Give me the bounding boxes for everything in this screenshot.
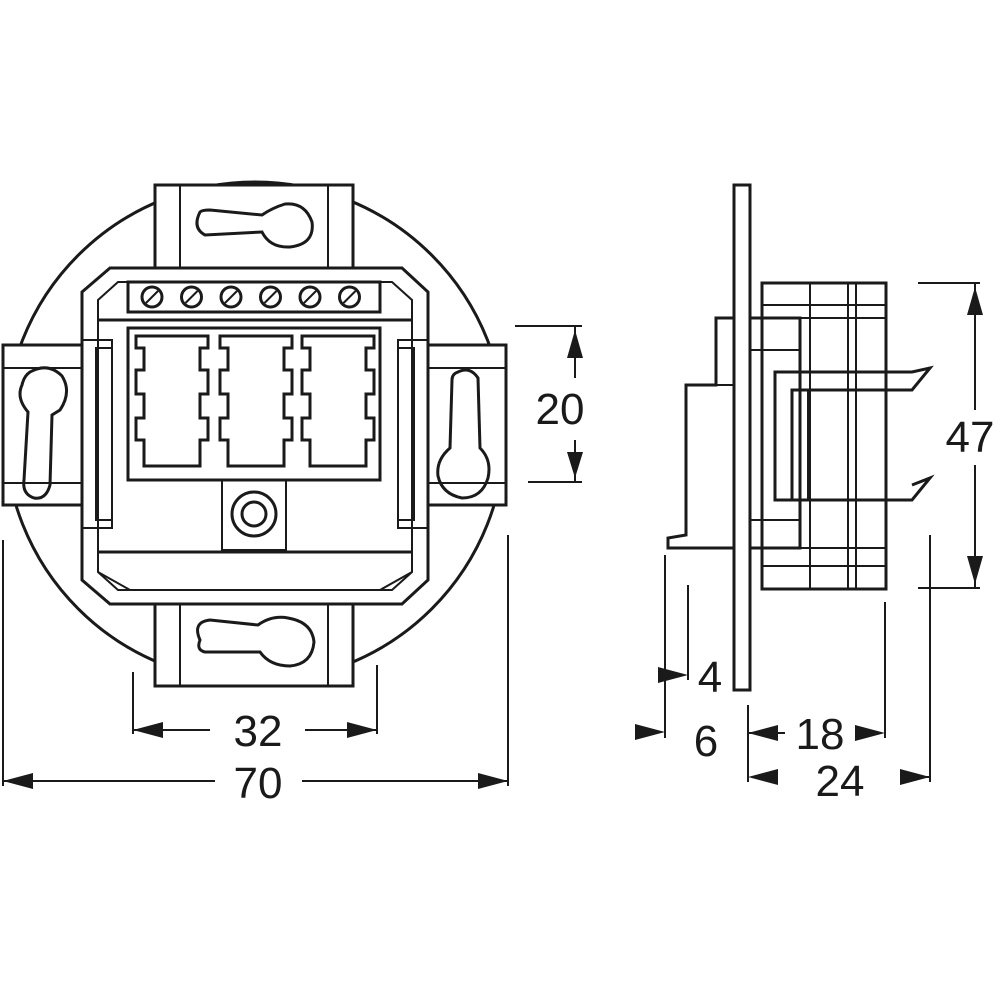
dim-20-label: 20 — [536, 385, 585, 434]
center-screw-housing — [221, 479, 287, 551]
side-port-top — [773, 365, 934, 500]
port-block — [126, 326, 382, 482]
top-mounting-tab — [153, 183, 355, 272]
dim-4-arrow — [658, 667, 688, 683]
dim-70-arrow-left — [3, 773, 33, 789]
center-screw-outer — [230, 490, 278, 538]
lower-cavity-slope — [97, 571, 413, 591]
bottom-keyhole-slot — [196, 615, 316, 668]
terminal-screw-icon — [180, 285, 203, 309]
dim-24-label: 24 — [816, 757, 865, 806]
terminal-screw-slot — [263, 290, 278, 304]
terminal-screw-slot — [224, 290, 238, 304]
terminal-screw-slot — [184, 290, 199, 304]
terminal-screw-icon — [219, 285, 243, 309]
terminal-screw-icon — [338, 285, 361, 309]
terminal-strip — [126, 280, 382, 314]
dim-18-arrow-left — [748, 725, 778, 741]
dim-47-arrow-top — [967, 287, 983, 315]
dim-32-arrow-left — [133, 722, 163, 738]
dim-24-arrow-right — [900, 769, 930, 785]
side-port-bottom — [773, 385, 935, 502]
front-view — [1, 180, 508, 688]
side-module-tall — [760, 281, 888, 591]
side-front-plate — [732, 183, 752, 692]
dim-32-label: 32 — [234, 707, 283, 756]
terminal-screw-icon — [298, 285, 322, 309]
rj-port — [300, 334, 376, 468]
rj-port — [134, 334, 210, 468]
left-mounting-tab — [1, 343, 85, 507]
dim-70-arrow-right — [478, 773, 508, 789]
dim-6-label: 6 — [694, 717, 718, 766]
terminal-screw-icon — [259, 285, 282, 309]
side-module-body — [748, 316, 802, 550]
left-rail-inner — [95, 347, 113, 521]
rj-ports — [134, 334, 376, 468]
terminal-screw-icon — [140, 285, 164, 309]
dim-6-arrow — [635, 724, 665, 740]
side-dimensions: 47 4 6 18 24 — [635, 282, 995, 806]
front-dimensions: 32 70 20 — [2, 325, 585, 808]
dim-20-arrow-top — [567, 330, 583, 358]
terminal-screw-slot — [342, 290, 357, 304]
bottom-mounting-tab — [153, 602, 355, 688]
dim-18-arrow-right — [855, 725, 885, 741]
dim-20-arrow-bottom — [567, 452, 583, 478]
dim-4-label: 4 — [698, 653, 722, 702]
dim-24-arrow-left — [748, 769, 778, 785]
side-rear-body — [666, 316, 736, 550]
right-mounting-tab — [426, 343, 508, 507]
terminal-screws — [140, 285, 361, 309]
right-keyhole-slot — [436, 368, 491, 500]
terminal-screw-slot — [145, 290, 159, 304]
dim-47-arrow-bottom — [967, 556, 983, 584]
center-screw-inner — [240, 500, 268, 528]
terminal-screw-slot — [303, 290, 317, 304]
dim-32-arrow-right — [347, 722, 377, 738]
right-rail-inner — [397, 347, 415, 521]
dim-70-label: 70 — [234, 759, 283, 808]
rj-port — [218, 334, 294, 468]
top-keyhole-slot — [195, 202, 314, 249]
dim-18-label: 18 — [796, 710, 845, 759]
dim-47-label: 47 — [946, 413, 995, 462]
left-keyhole-slot — [18, 366, 68, 500]
side-view — [666, 183, 935, 692]
